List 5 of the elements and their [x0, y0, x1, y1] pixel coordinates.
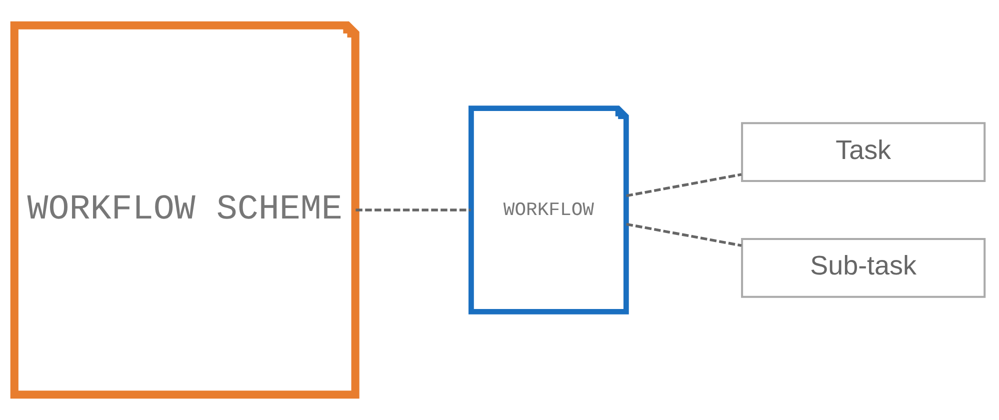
connector — [626, 222, 742, 247]
node-box: Sub-task — [741, 238, 986, 298]
node-box: Task — [741, 122, 986, 182]
connector — [626, 173, 742, 198]
connector — [356, 208, 471, 212]
